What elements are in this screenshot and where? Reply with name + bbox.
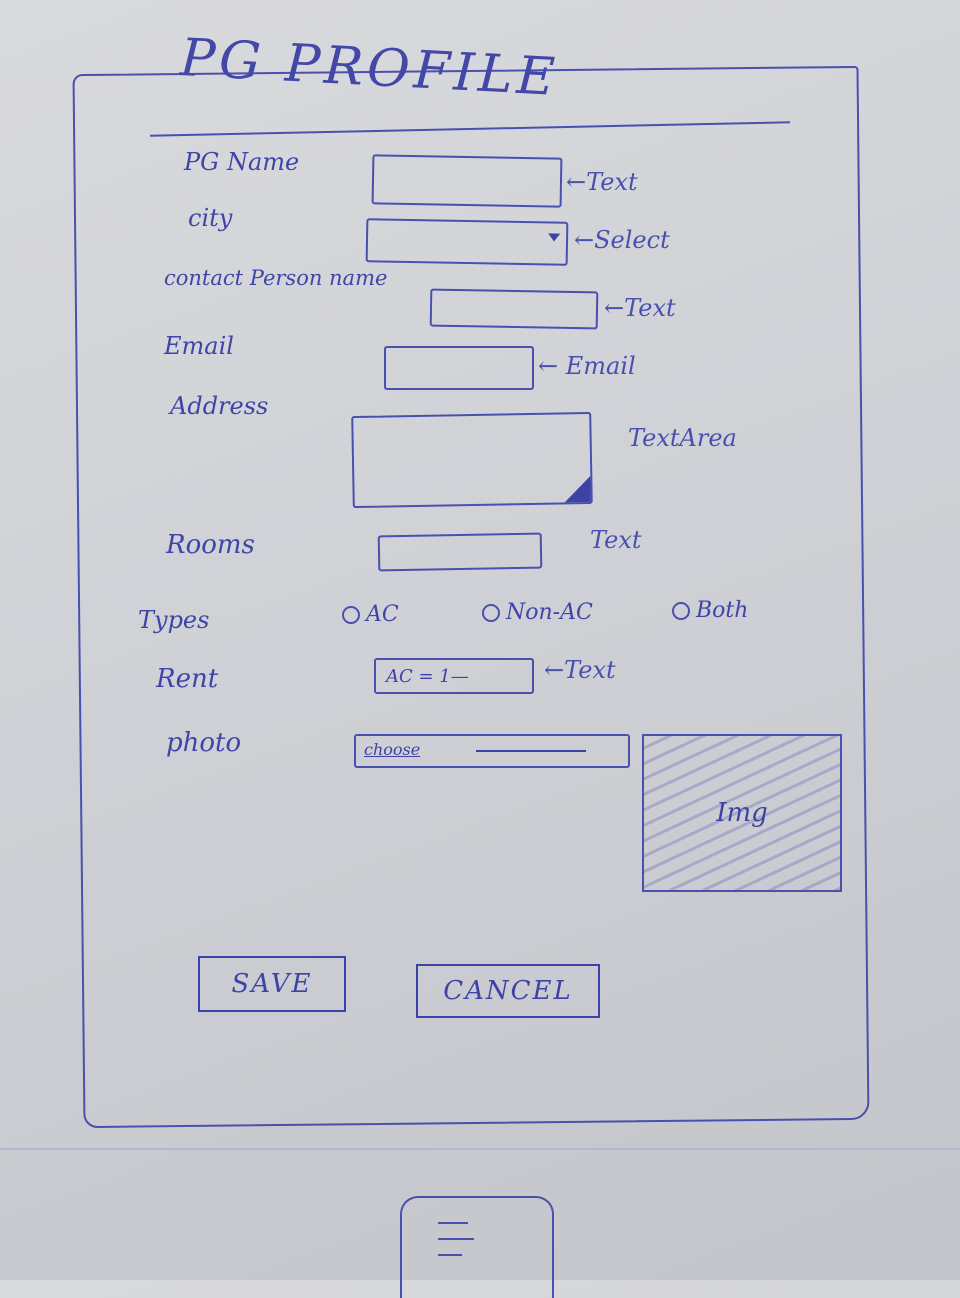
contact-person-input[interactable] (429, 288, 599, 330)
pg-name-label: PG Name (184, 148, 300, 176)
photo-label: photo (166, 728, 242, 758)
radio-circle-icon (342, 605, 360, 624)
pg-name-input[interactable] (371, 154, 563, 208)
address-textarea[interactable] (351, 411, 593, 509)
email-input[interactable] (384, 346, 534, 390)
radio-circle-icon (482, 603, 500, 622)
next-page-sketch (400, 1196, 554, 1298)
rooms-label: Rooms (166, 530, 255, 560)
address-label: Address (170, 392, 269, 420)
radio-non-ac[interactable]: Non-AC (482, 600, 593, 625)
choose-file-button[interactable]: choose (364, 740, 421, 759)
contact-person-label: contact Person name (164, 266, 388, 290)
types-label: Types (138, 606, 210, 634)
rent-input[interactable]: AC = 1— (374, 658, 534, 694)
radio-both-label: Both (696, 598, 749, 623)
email-label: Email (164, 332, 234, 360)
photo-file-input[interactable]: choose (354, 734, 630, 768)
rent-value: AC = 1— (386, 665, 469, 687)
photo-preview: Img (642, 734, 842, 892)
address-note: TextArea (628, 424, 737, 452)
rooms-input[interactable] (377, 532, 543, 572)
photo-preview-label: Img (716, 798, 768, 828)
city-note: ←Select (574, 226, 670, 254)
chevron-down-icon (548, 233, 561, 242)
contact-person-note: ←Text (604, 294, 676, 322)
email-note: ← Email (538, 352, 636, 380)
rooms-note: Text (590, 526, 642, 554)
radio-circle-icon (672, 601, 690, 620)
radio-both[interactable]: Both (672, 598, 748, 623)
city-select[interactable] (365, 218, 569, 266)
city-label: city (188, 204, 233, 232)
cancel-button[interactable]: CANCEL (416, 964, 600, 1018)
pg-name-note: ←Text (566, 168, 638, 196)
save-button[interactable]: SAVE (198, 956, 346, 1012)
radio-non-ac-label: Non-AC (506, 600, 593, 625)
radio-ac-label: AC (366, 602, 399, 627)
rent-note: ←Text (544, 656, 616, 684)
file-name-placeholder (476, 750, 586, 752)
radio-ac[interactable]: AC (342, 602, 399, 627)
notebook-line (0, 1148, 960, 1150)
resize-handle-icon (564, 475, 591, 503)
rent-label: Rent (156, 664, 219, 694)
